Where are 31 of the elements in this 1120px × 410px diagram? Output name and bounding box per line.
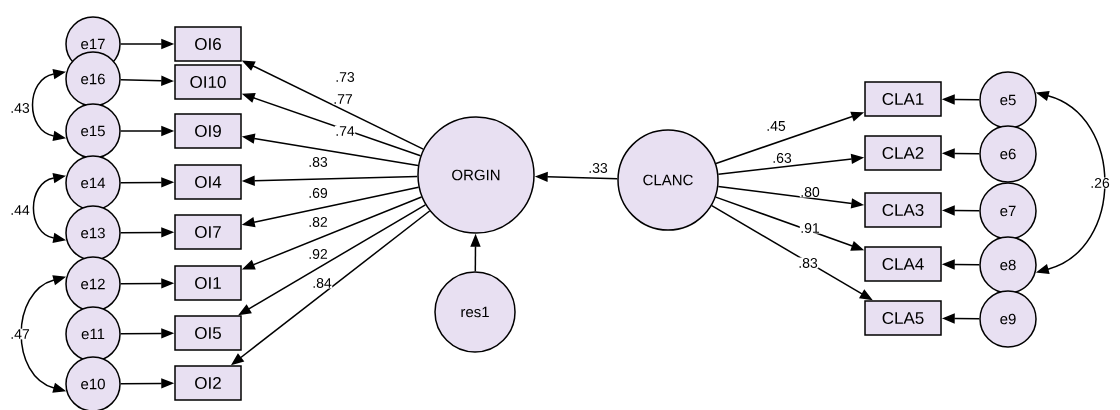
- indicator-box: CLA2: [864, 135, 942, 171]
- edge-label: .44: [9, 204, 31, 216]
- indicator-box: CLA5: [864, 300, 942, 336]
- edge-label: .80: [799, 186, 821, 198]
- indicator-box: OI5: [174, 315, 242, 351]
- edge-label: .74: [334, 125, 356, 137]
- edge-label: .69: [307, 187, 329, 199]
- indicator-box: CLA3: [864, 192, 942, 228]
- indicator-box: OI4: [174, 164, 242, 200]
- edge-label: .47: [9, 328, 31, 340]
- indicator-box: OI7: [174, 214, 242, 250]
- indicator-box: OI10: [174, 64, 242, 100]
- indicator-box: OI9: [174, 113, 242, 149]
- indicator-box: OI6: [174, 26, 242, 62]
- indicator-box: CLA1: [864, 81, 942, 117]
- edge-label: .83: [307, 156, 329, 168]
- edge-label: .63: [771, 152, 793, 164]
- edge-label: .92: [307, 248, 329, 260]
- edge-label: .43: [9, 102, 31, 114]
- edge-label: .73: [334, 71, 356, 83]
- edge-label: .84: [311, 277, 333, 289]
- edge-label: .26: [1089, 177, 1111, 189]
- edge-label: .77: [332, 93, 354, 105]
- indicator-box: OI2: [174, 365, 242, 401]
- edge-label: .83: [797, 257, 819, 269]
- edge-label: .82: [307, 216, 329, 228]
- indicator-box: CLA4: [864, 246, 942, 282]
- indicator-box: OI1: [174, 265, 242, 301]
- edge-label: .45: [765, 120, 787, 132]
- edge-label: .91: [799, 222, 821, 234]
- edge-label: .33: [587, 162, 609, 174]
